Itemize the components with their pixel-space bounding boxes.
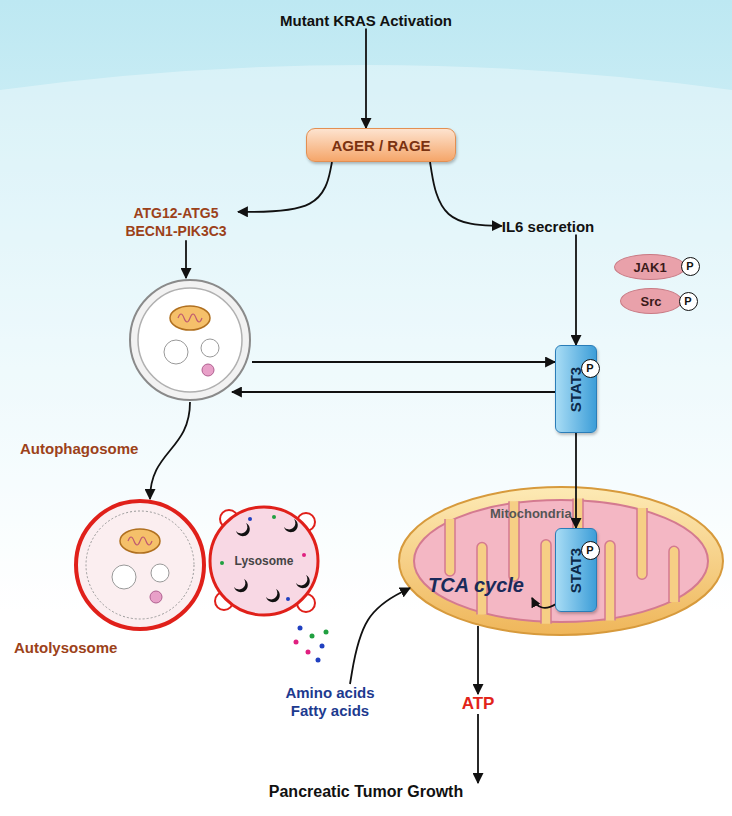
arrow-connector [232, 391, 555, 393]
node-text: Amino acids Fatty acids [278, 684, 382, 720]
node-text: Lysosome [235, 554, 294, 568]
arrow-connector [365, 29, 367, 129]
mitochondria-ellipse: MitochondriaTCA cycleSTAT3 [398, 486, 724, 636]
outcome-label: Pancreatic Tumor Growth [269, 783, 463, 801]
node-text: TCA cycle [428, 574, 524, 597]
arrow-connector [575, 433, 577, 528]
arrow-connector [185, 240, 187, 278]
node-text: Autolysosome [14, 639, 117, 656]
kinase-ellipse: JAK1 [614, 254, 686, 280]
process-label: IL6 secretion [502, 218, 595, 235]
node-text: Pancreatic Tumor Growth [269, 783, 463, 801]
complex-label: ATG12-ATG5 BECN1-PIK3C3 [114, 204, 238, 240]
auto-outline [74, 499, 206, 631]
nutrient-dots [294, 626, 329, 663]
arrow-connector [150, 402, 190, 499]
arrow-connector [477, 714, 479, 783]
node-text: ATG12-ATG5 BECN1-PIK3C3 [114, 204, 238, 240]
phago-outline [128, 278, 252, 402]
start-label: Mutant KRAS Activation [280, 12, 452, 29]
node-text: Autophagosome [20, 440, 138, 457]
nutrient-label: Amino acids Fatty acids [278, 684, 382, 720]
arrow-connector [575, 235, 577, 346]
arrow-connector [252, 361, 555, 363]
lysosome-circle: Lysosome [208, 505, 320, 617]
node-text: IL6 secretion [502, 218, 595, 235]
node-text: AGER / RAGE [331, 137, 430, 154]
phospho-mark: P [581, 359, 600, 378]
node-text: JAK1 [633, 260, 666, 275]
kinase-ellipse: Src [620, 288, 682, 314]
arrow-connector [477, 626, 479, 694]
node-text: Src [641, 294, 662, 309]
autophagosome-circle: Autophagosome [128, 278, 252, 402]
phospho-mark: P [581, 541, 600, 560]
node-text: ATP [462, 694, 495, 714]
node-text: Mitochondria [490, 506, 572, 521]
phospho-mark: P [679, 292, 698, 311]
arrow-connector [350, 588, 410, 684]
output-label: ATP [462, 694, 495, 714]
arrow-connector [430, 162, 502, 226]
autolysosome-circle: Autolysosome [74, 499, 206, 631]
receptor-box: AGER / RAGE [306, 128, 456, 162]
background-arc [0, 65, 732, 816]
arrow-connector [238, 162, 332, 212]
phospho-mark: P [681, 257, 700, 276]
node-text: Mutant KRAS Activation [280, 12, 452, 29]
